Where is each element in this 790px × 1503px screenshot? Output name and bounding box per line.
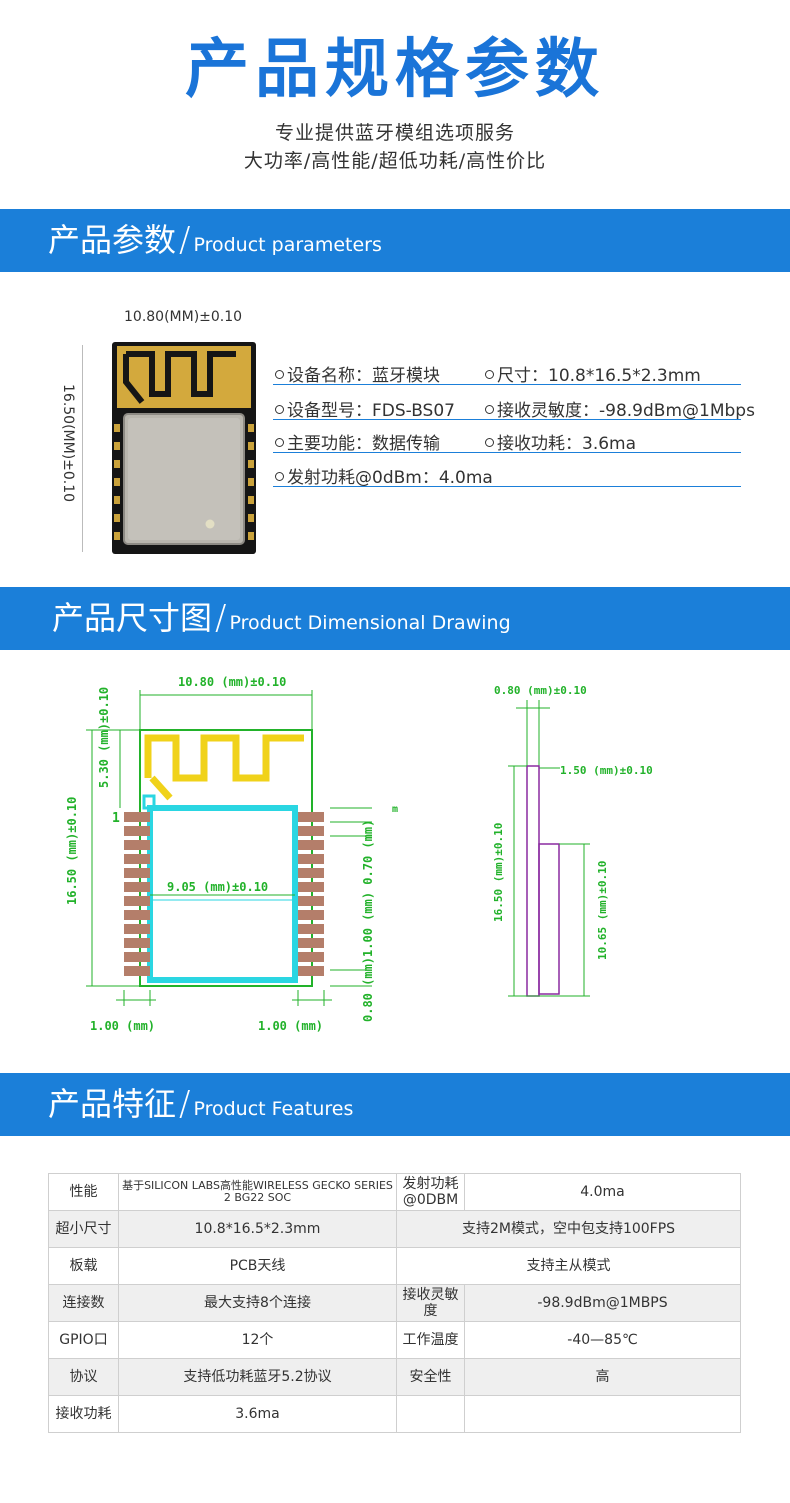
dim-side-height2-text: 10.65 (mm)±0.10 [596, 861, 609, 960]
param-item: 接收灵敏度：-98.9dBm@1Mbps [485, 396, 755, 421]
hero-subtitle-1: 专业提供蓝牙模组选项服务 [274, 122, 515, 144]
page-title: 产品规格参数 [185, 33, 605, 107]
section-title-en: Product Dimensional Drawing [229, 612, 511, 634]
pin1-label: 1 [112, 811, 120, 826]
section-title-cn: 产品特征 [48, 1085, 177, 1123]
dim-antenna-height-text: 5.30 (mm)±0.10 [97, 687, 111, 788]
table-row: 超小尺寸 10.8*16.5*2.3mm 支持2M模式，空中包支持100FPS [48, 1210, 741, 1248]
bullet-icon [275, 438, 284, 447]
dim-inner-width-text: 9.05 (mm)±0.10 [167, 880, 268, 894]
bullet-icon [485, 405, 494, 414]
dimensional-drawing: 10.80 (mm)±0.10 5.30 (mm)±0.10 16.50 (mm… [65, 675, 653, 1033]
pads [124, 812, 324, 976]
bullet-icon [485, 370, 494, 379]
dim-pad-left-text: 1.00 (mm) [90, 1019, 155, 1033]
param-item: 主要功能：数据传输 [275, 429, 440, 454]
section-band-params: 产品参数/Product parameters [0, 209, 790, 272]
dim-side-thickness-text: 0.80 (mm)±0.10 [494, 684, 587, 697]
table-row: 接收功耗 3.6ma [48, 1395, 741, 1433]
param-item: 尺寸：10.8*16.5*2.3mm [485, 361, 701, 386]
section-band-features: 产品特征/Product Features [0, 1073, 790, 1136]
table-row: 性能 基于SILICON LABS高性能WIRELESS GECKO SERIE… [48, 1173, 741, 1211]
features-table: 性能 基于SILICON LABS高性能WIRELESS GECKO SERIE… [48, 1173, 741, 1433]
dim-total-height-text: 16.50 (mm)±0.10 [65, 797, 79, 905]
dim-width-text: 10.80 (mm)±0.10 [178, 675, 286, 689]
section-title-en: Product Features [193, 1098, 354, 1120]
param-item: 设备型号：FDS-BS07 [275, 396, 455, 421]
section-band-drawing: 产品尺寸图/Product Dimensional Drawing [0, 587, 790, 650]
section-title-en: Product parameters [193, 234, 382, 256]
table-row: GPIO口 12个 工作温度 -40—85℃ [48, 1321, 741, 1359]
table-row: 板载 PCB天线 支持主从模式 [48, 1247, 741, 1285]
dim-side-step-text: 1.50 (mm)±0.10 [560, 764, 653, 777]
module-height-label: 16.50(MM)±0.10 [60, 384, 76, 503]
bullet-icon [275, 472, 284, 481]
dim-side-height-text: 16.50 (mm)±0.10 [492, 823, 505, 922]
bullet-icon [275, 370, 284, 379]
param-item: 设备名称：蓝牙模块 [275, 361, 440, 386]
bullet-icon [275, 405, 284, 414]
table-row: 连接数 最大支持8个连接 接收灵敏度 -98.9dBm@1MBPS [48, 1284, 741, 1322]
dimension-line [82, 345, 83, 552]
dim-pitch-text: 0.80 (mm)1.00 (mm) 0.70 (mm) [361, 820, 375, 1022]
module-width-label: 10.80(MM)±0.10 [124, 309, 243, 325]
table-row: 协议 支持低功耗蓝牙5.2协议 安全性 高 [48, 1358, 741, 1396]
section-title-cn: 产品尺寸图 [52, 599, 213, 637]
dim-pad-right-text: 1.00 (mm) [258, 1019, 323, 1033]
section-title-cn: 产品参数 [48, 221, 177, 259]
module-photo [112, 342, 256, 554]
bullet-icon [485, 438, 494, 447]
hero-subtitle-2: 大功率/高性能/超低功耗/高性价比 [243, 150, 547, 172]
param-item: 发射功耗@0dBm：4.0ma [275, 463, 493, 488]
param-item: 接收功耗：3.6ma [485, 429, 636, 454]
svg-text:m: m [392, 804, 398, 815]
